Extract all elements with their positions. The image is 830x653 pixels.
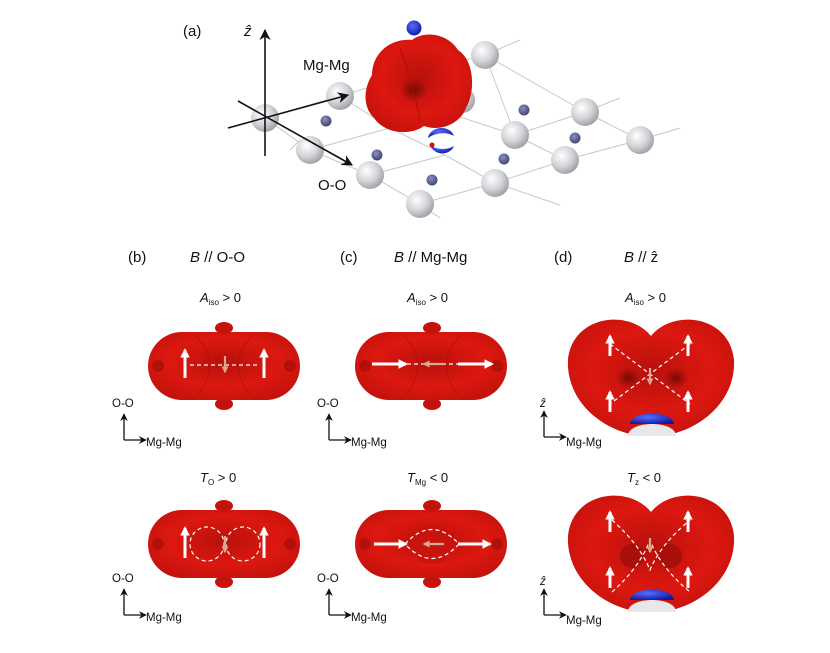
panel-c-bottom-axes (325, 588, 352, 619)
panel-c-bottom-vertical-axis-label: O-O (317, 573, 339, 585)
panel-b-top-vertical-axis-label: O-O (112, 398, 134, 410)
panel-b-bottom-vertical-axis-label: O-O (112, 573, 134, 585)
panel-c: (c) B // Mg-Mg Aiso > 0 O-O Mg-Mg TMg < … (317, 249, 507, 624)
panel-c-bottom-isosurface (355, 500, 507, 588)
panel-c-top-vertical-axis-label: O-O (317, 398, 339, 410)
panel-c-top-axes (325, 413, 352, 444)
spin-density-isosurface (365, 20, 473, 154)
magnesium-atoms (251, 41, 654, 218)
panel-b-bottom-isosurface (148, 500, 300, 588)
panel-d-bottom-condition: Tz < 0 (627, 470, 661, 487)
panel-b-top-horizontal-axis-label: Mg-Mg (146, 437, 182, 449)
panel-d-top-condition: Aiso > 0 (624, 290, 666, 307)
panel-d-title: B // ẑ (624, 249, 658, 266)
panel-a: (a) (183, 20, 681, 219)
panel-d-bottom-vertical-axis-label: ẑ (539, 576, 546, 588)
panel-b-top-isosurface (148, 322, 300, 410)
panel-c-top-condition: Aiso > 0 (406, 290, 448, 307)
panel-b: (b) B // O-O Aiso > 0 O-O Mg-Mg TO > 0 (112, 249, 300, 624)
panel-d-top-vertical-axis-label: ẑ (539, 398, 546, 410)
panel-d-bottom-horizontal-axis-label: Mg-Mg (566, 615, 602, 627)
panel-b-bottom-axes (120, 588, 147, 619)
panel-b-bottom-horizontal-axis-label: Mg-Mg (146, 612, 182, 624)
panel-d-top-isosurface (567, 319, 735, 436)
panel-d-bottom-axes (540, 588, 567, 619)
panel-d: (d) B // ẑ Aiso > 0 ẑ Mg-Mg Tz < 0 (539, 249, 735, 627)
panel-c-bottom-condition: TMg < 0 (407, 470, 448, 487)
axes-panel-a (227, 28, 353, 166)
oo-direction-label: O-O (318, 177, 346, 194)
panel-b-top-axes (120, 413, 147, 444)
panel-d-top-horizontal-axis-label: Mg-Mg (566, 437, 602, 449)
panel-a-letter: (a) (183, 23, 201, 40)
panel-b-bottom-condition: TO > 0 (200, 470, 236, 487)
panel-c-top-isosurface (355, 322, 507, 410)
panel-c-letter: (c) (340, 249, 358, 266)
panel-c-title: B // Mg-Mg (394, 249, 467, 266)
panel-d-letter: (d) (554, 249, 572, 266)
z-axis-label: ẑ (243, 23, 252, 40)
panel-d-top-axes (540, 410, 567, 441)
panel-b-top-condition: Aiso > 0 (199, 290, 241, 307)
panel-c-top-horizontal-axis-label: Mg-Mg (351, 437, 387, 449)
panel-d-bottom-isosurface (567, 495, 735, 612)
panel-c-bottom-horizontal-axis-label: Mg-Mg (351, 612, 387, 624)
mgmg-direction-label: Mg-Mg (303, 57, 350, 74)
panel-b-title: B // O-O (190, 249, 245, 266)
panel-b-letter: (b) (128, 249, 146, 266)
